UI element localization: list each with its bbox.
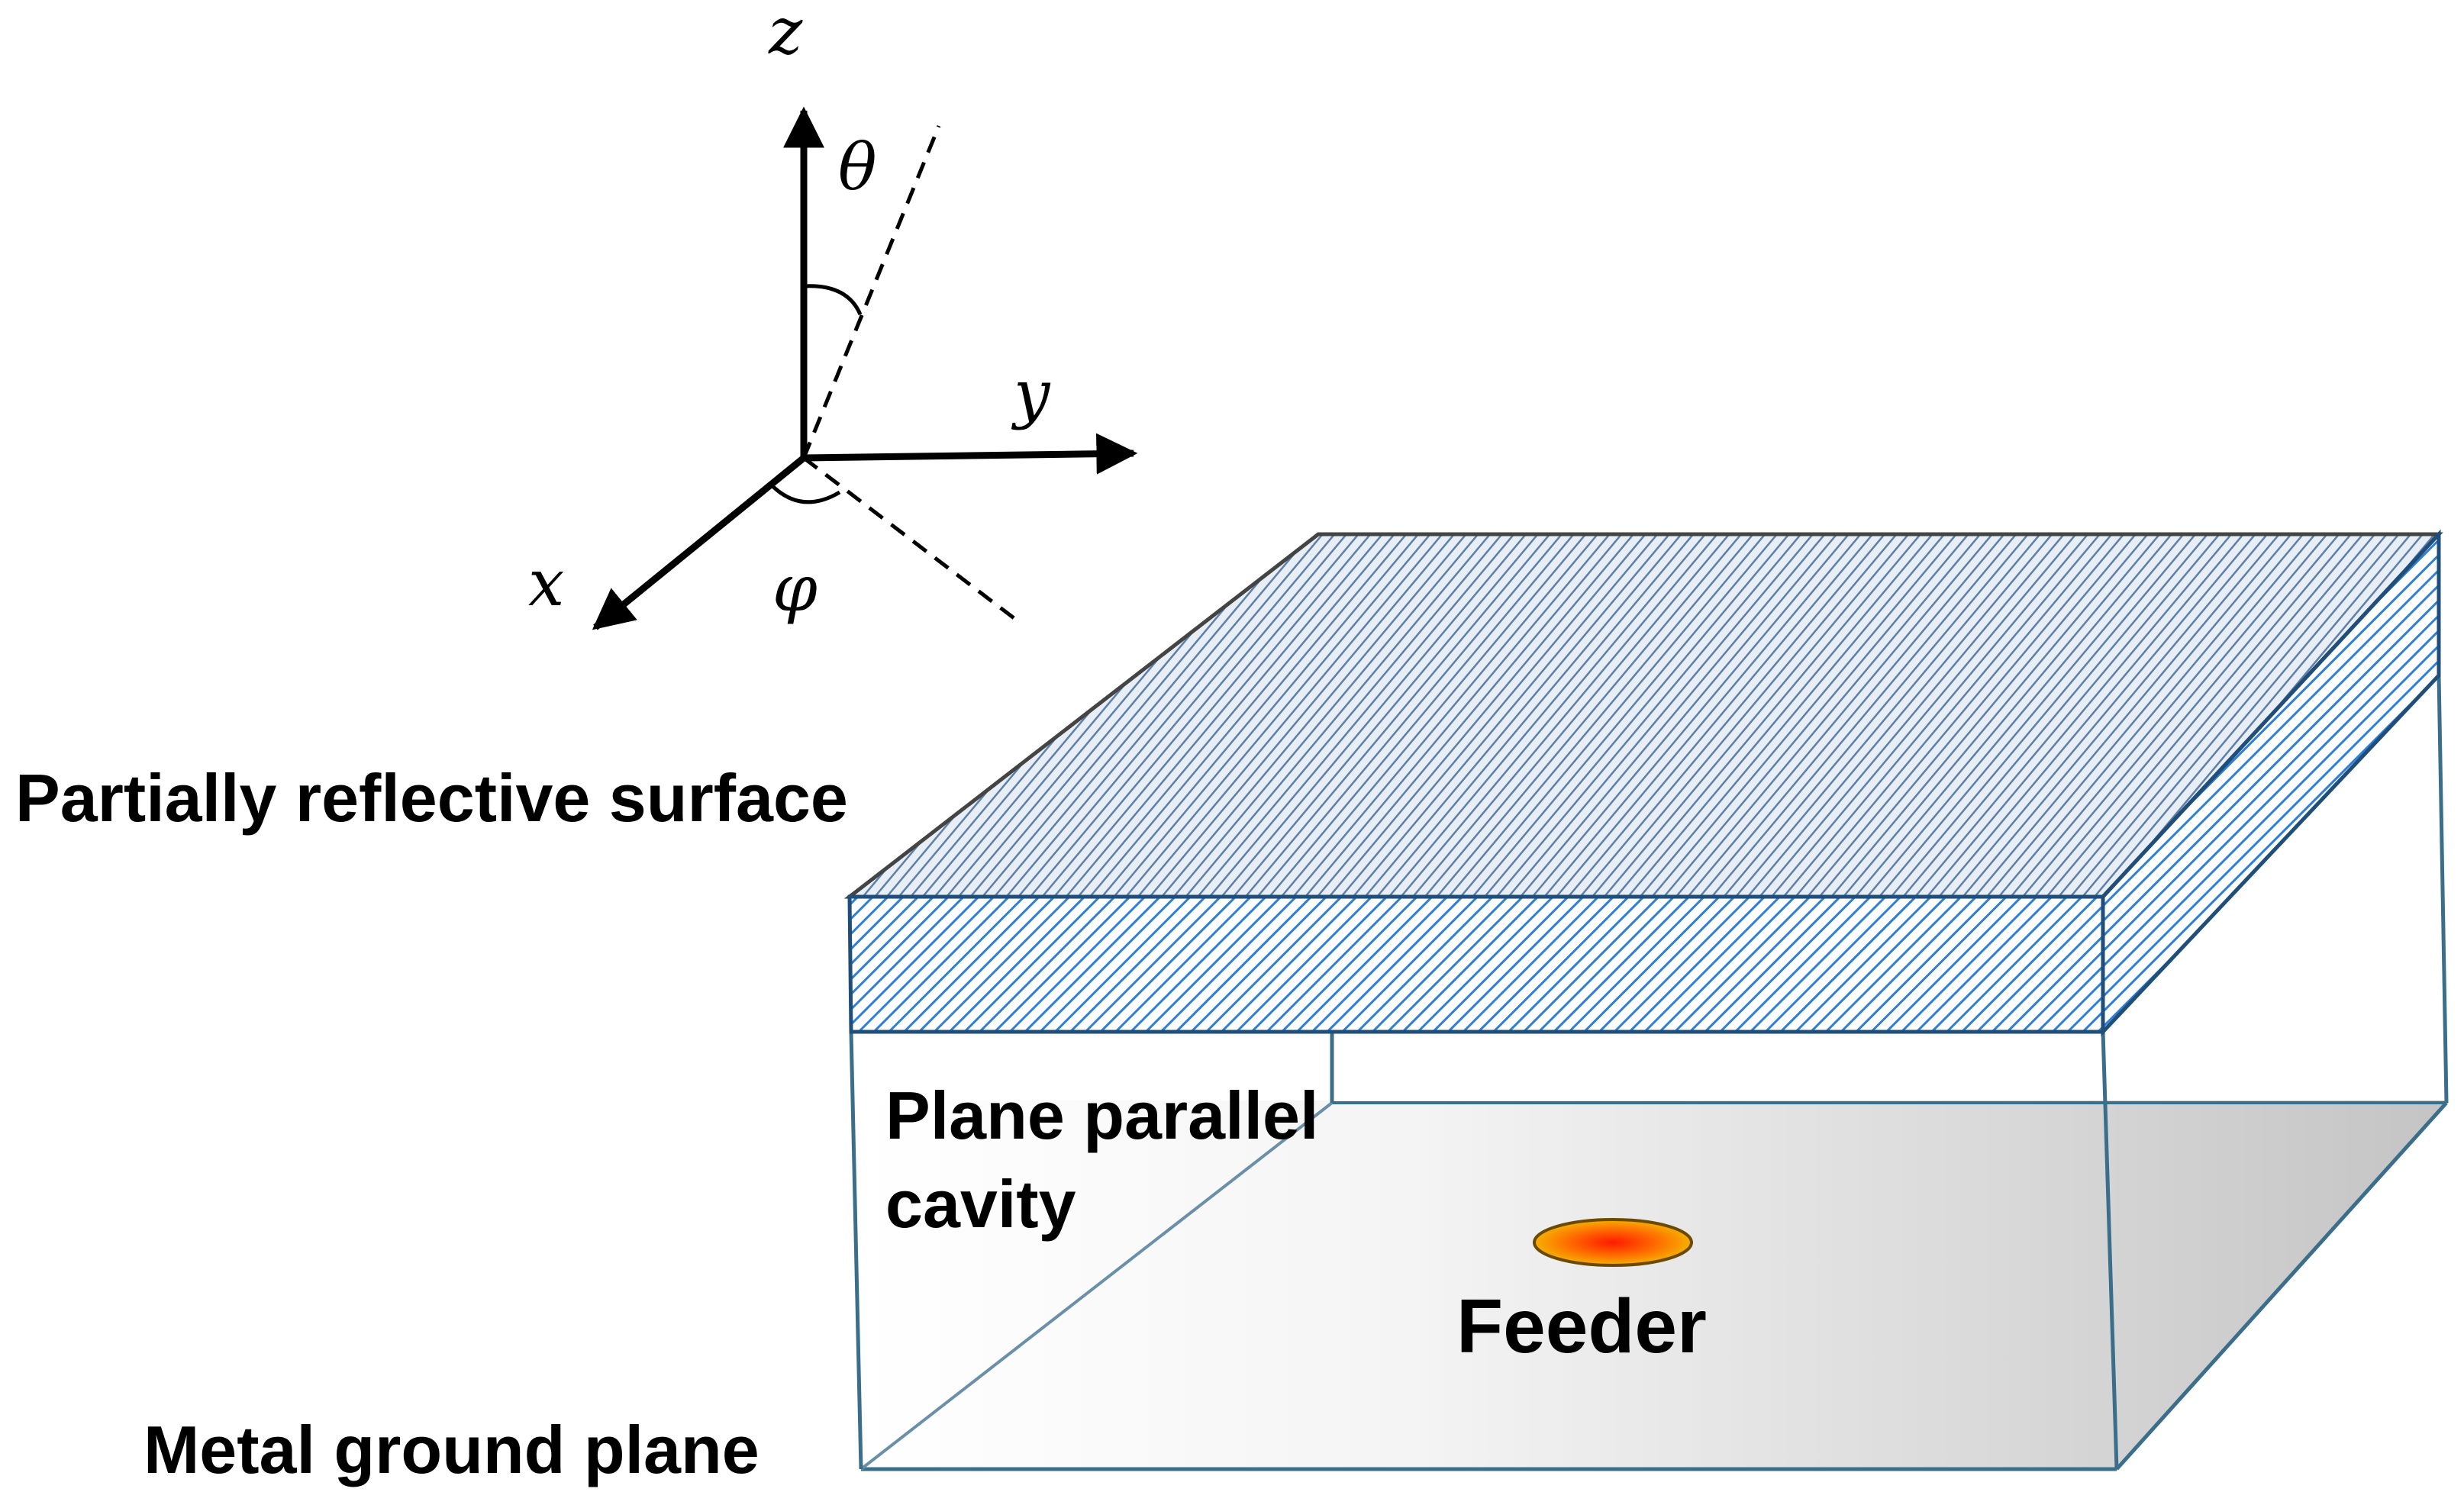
ground-right-edge bbox=[2115, 1101, 2448, 1471]
projection-line bbox=[802, 456, 1021, 624]
cavity-back-right-post bbox=[2437, 675, 2449, 1104]
partially-reflective-surface-slab bbox=[843, 529, 2443, 1037]
cavity-label-line1: Plane parallel bbox=[885, 1078, 1318, 1153]
cavity-label-line2: cavity bbox=[885, 1166, 1076, 1242]
feeder-icon bbox=[1533, 1218, 1693, 1267]
cavity-front-left-post bbox=[849, 1031, 863, 1470]
theta-arc bbox=[803, 284, 863, 316]
ground-left-edge bbox=[859, 1101, 1334, 1471]
feeder-label: Feeder bbox=[1456, 1284, 1707, 1369]
ground-plane-label: Metal ground plane bbox=[144, 1412, 760, 1487]
prs-right-face bbox=[2101, 529, 2441, 1037]
direction-line bbox=[801, 125, 941, 459]
x-axis-label: x bbox=[528, 546, 564, 620]
y-axis-label: y bbox=[1011, 356, 1051, 431]
cavity bbox=[849, 675, 2449, 1471]
phi-arc bbox=[769, 483, 841, 504]
theta-label: θ bbox=[838, 130, 877, 205]
x-axis bbox=[592, 455, 806, 630]
cavity-front-right-post bbox=[2101, 1031, 2119, 1470]
prs-front-face bbox=[847, 894, 2105, 1034]
coordinate-system: z θ y x φ bbox=[528, 0, 1138, 630]
metal-ground-plane bbox=[859, 1100, 2446, 1469]
prs-label: Partially reflective surface bbox=[15, 760, 848, 836]
y-axis bbox=[803, 433, 1138, 475]
phi-label: φ bbox=[772, 551, 818, 626]
z-axis-label: z bbox=[768, 0, 803, 69]
